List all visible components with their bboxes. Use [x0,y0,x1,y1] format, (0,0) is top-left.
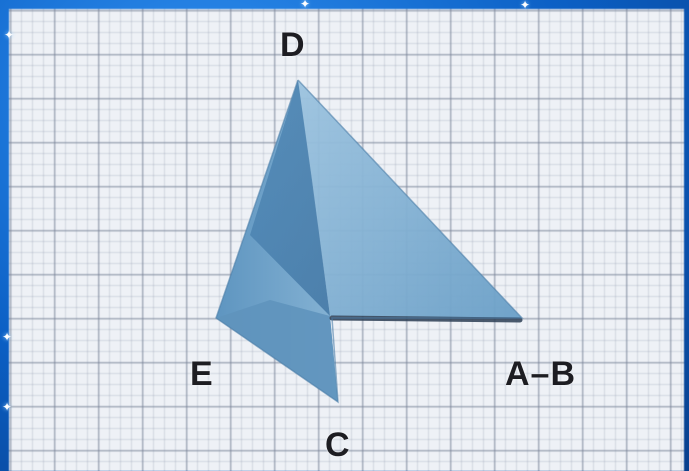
sparkle-icon: ✦ [2,330,13,344]
sparkle-icon: ✦ [300,0,311,11]
face-fold-shadow [250,80,330,316]
sparkle-icon: ✦ [520,0,531,12]
vertex-label-c: C [325,426,351,464]
vertex-label-e: E [190,355,214,393]
shape-outline [215,79,524,404]
vertex-label-d: D [280,26,306,64]
face-tail-c [216,300,338,402]
vertex-label-ab: A–B [505,355,577,393]
sparkle-icon: ✦ [2,400,13,414]
sparkle-icon: ✦ [4,28,15,42]
